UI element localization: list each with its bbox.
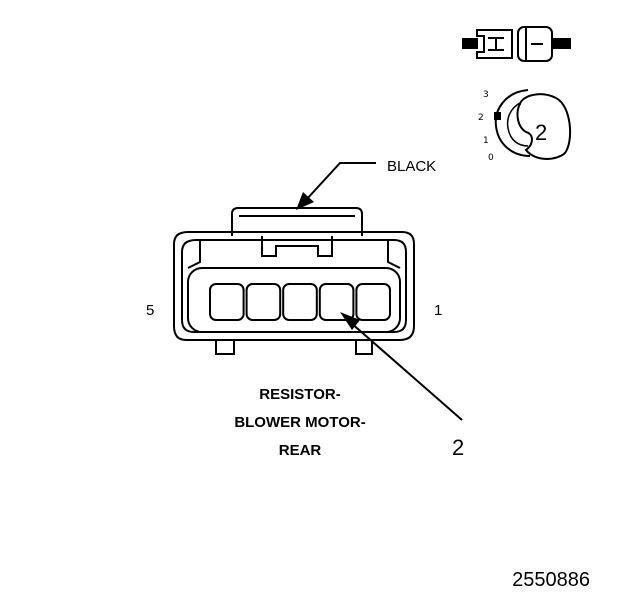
cavity-1 <box>355 283 391 321</box>
connector-right-shoulder <box>387 240 401 269</box>
inset-right-terminal <box>551 38 571 49</box>
position-label-2: 2 <box>478 113 484 123</box>
color-leader-arrowhead <box>296 192 314 210</box>
position-label-0: 0 <box>488 153 494 163</box>
locator-key-body <box>516 93 572 160</box>
connector-bottom-tab-right <box>355 340 373 355</box>
cavity-3 <box>282 283 318 321</box>
inset-plug-latch <box>488 37 504 51</box>
connector-color-label: BLACK <box>387 158 436 175</box>
callout-number: 2 <box>452 435 464 460</box>
inset-left-terminal <box>462 38 478 49</box>
connector-top-hood <box>231 207 363 236</box>
figure-number: 2550886 <box>512 569 590 591</box>
connector-left-shoulder <box>187 240 201 269</box>
cavity-5 <box>209 283 245 321</box>
color-leader-line <box>305 162 376 201</box>
component-name-line-2: BLOWER MOTOR- <box>234 414 365 431</box>
locator-pointer <box>494 112 501 120</box>
component-name-line-3: REAR <box>279 442 322 459</box>
inset-plug-body <box>476 29 513 59</box>
pin-label-left: 5 <box>146 302 154 319</box>
connector-latch <box>261 236 333 257</box>
connector-bottom-tab-left <box>215 340 235 355</box>
inset-side-view <box>462 26 571 62</box>
connector-outer-housing <box>173 231 415 341</box>
connector-inner-rim <box>181 239 407 333</box>
connector-face <box>173 207 415 355</box>
pin-label-right: 1 <box>434 302 442 319</box>
cavity-2 <box>318 283 355 321</box>
connector-cavities <box>209 283 391 321</box>
inset-position-locator: 3 2 1 0 2 <box>478 89 572 163</box>
cavity-4 <box>245 283 282 321</box>
cavity-frame <box>187 267 401 333</box>
component-name-line-1: RESISTOR- <box>259 386 340 403</box>
callout-leader-line <box>349 321 463 421</box>
locator-inner-ring <box>506 99 529 147</box>
locator-ring <box>494 89 531 157</box>
position-label-1: 1 <box>483 136 489 146</box>
callout-arrowhead <box>340 312 360 330</box>
position-label-3: 3 <box>483 90 489 100</box>
locator-position-number: 2 <box>535 120 547 145</box>
